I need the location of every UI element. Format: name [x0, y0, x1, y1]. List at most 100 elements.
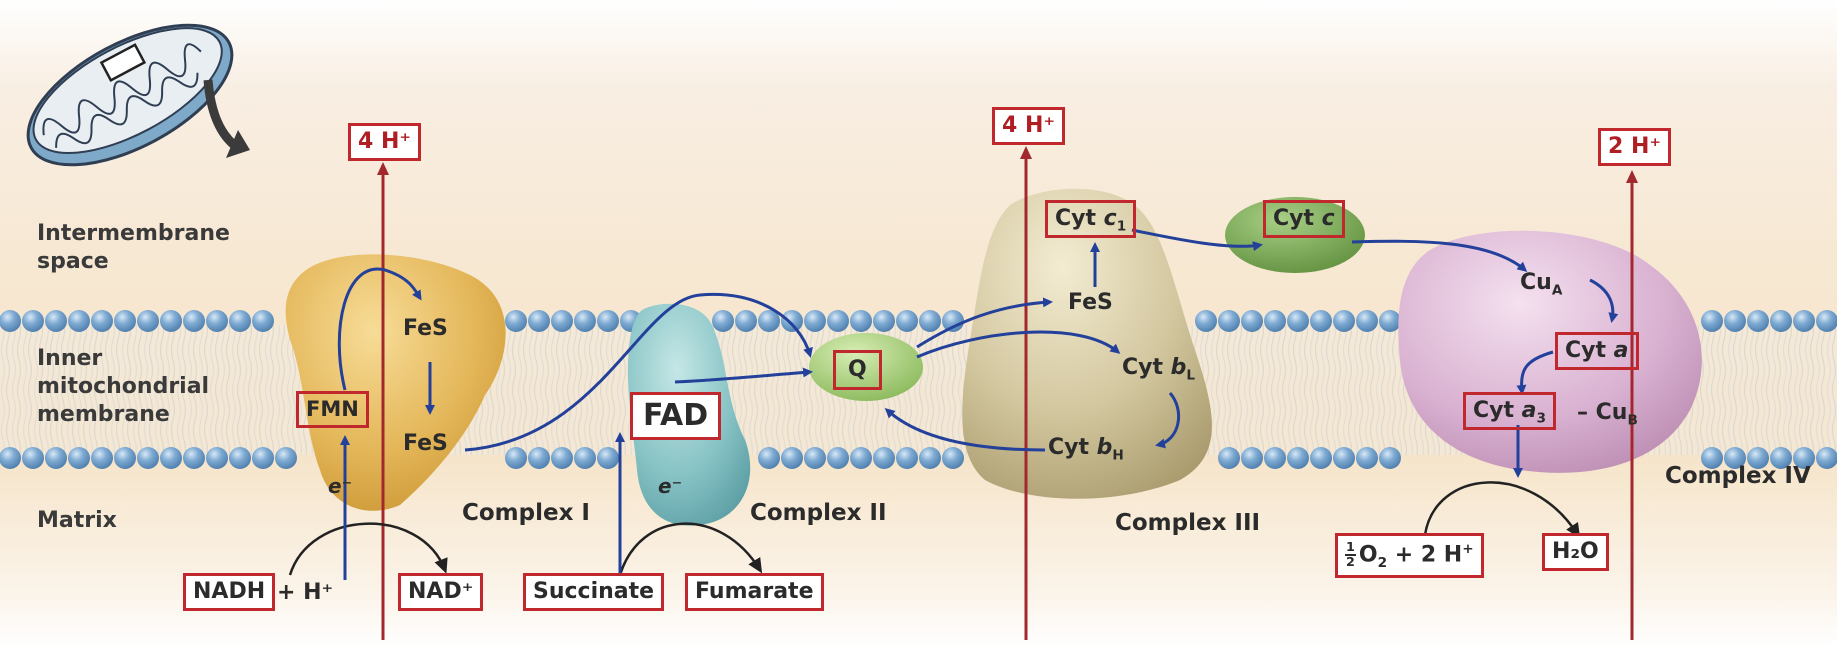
lipid-head-bead [1287, 310, 1309, 332]
cyt-bl-label: Cyt bL [1122, 355, 1196, 384]
lipid-head-bead [942, 447, 964, 469]
lipid-head-bead [827, 447, 849, 469]
inner-membrane-label: Inner mitochondrial membrane [37, 346, 210, 428]
quinone-box: Q [833, 350, 882, 390]
lipid-head-bead [896, 447, 918, 469]
lipid-head-bead [1264, 447, 1286, 469]
cyt-c1-box: Cyt c1 [1045, 200, 1137, 238]
lipid-head-bead [505, 310, 527, 332]
lipid-head-bead [827, 310, 849, 332]
plus-h-label: + H⁺ [277, 580, 334, 605]
lipid-head-bead [1241, 310, 1263, 332]
complex-ii-label: Complex II [750, 500, 887, 526]
cyt-a-box: Cyt a [1555, 332, 1639, 370]
lipid-head-bead [1195, 310, 1217, 332]
lipid-head-bead [229, 447, 251, 469]
electron-flow-arrows [337, 228, 1619, 478]
lipid-head-bead [1770, 447, 1792, 469]
fmn-box: FMN [296, 391, 369, 428]
fes-bottom-label: FeS [403, 431, 448, 456]
lipid-head-bead [1770, 310, 1792, 332]
lipid-head-bead [781, 447, 803, 469]
lipid-head-bead [942, 310, 964, 332]
lipid-head-bead [183, 310, 205, 332]
fes-top-label: FeS [403, 316, 448, 341]
water-box: H₂O [1542, 533, 1609, 571]
lipid-head-bead [574, 310, 596, 332]
lipid-head-bead [1793, 310, 1815, 332]
lipid-head-bead [252, 310, 274, 332]
lipid-head-bead [712, 310, 734, 332]
fumarate-box: Fumarate [685, 573, 824, 611]
lipid-head-bead [735, 310, 757, 332]
cyt-c-box: Cyt c [1263, 200, 1345, 238]
lipid-head-bead [1356, 310, 1378, 332]
complex-i-label: Complex I [462, 500, 590, 526]
lipid-head-bead [574, 447, 596, 469]
proton-pump-complex-i: 4 H⁺ [348, 123, 421, 161]
lipid-head-bead [229, 310, 251, 332]
lipid-head-bead [206, 310, 228, 332]
cu-a-label: CuA [1520, 270, 1563, 299]
lipid-head-bead [1310, 310, 1332, 332]
lipid-head-bead [160, 310, 182, 332]
electron-label-complex-i: e⁻ [328, 474, 353, 498]
lipid-head-bead [1310, 447, 1332, 469]
lipid-head-bead [137, 447, 159, 469]
lipid-head-bead [137, 310, 159, 332]
nad-box: NAD⁺ [398, 573, 484, 611]
lipid-head-bead [114, 447, 136, 469]
lipid-head-bead [551, 310, 573, 332]
membrane-inner-leaflet [0, 447, 1837, 469]
lipid-head-bead [91, 447, 113, 469]
lipid-head-bead [1218, 310, 1240, 332]
lipid-head-bead [1333, 447, 1355, 469]
lipid-head-bead [850, 310, 872, 332]
electron-input-arrows [340, 432, 625, 580]
lipid-head-bead [1379, 310, 1401, 332]
lipid-head-bead [873, 310, 895, 332]
lipid-head-bead [22, 310, 44, 332]
lipid-head-bead [1356, 447, 1378, 469]
lipid-head-bead [919, 447, 941, 469]
reaction-arcs [288, 481, 1581, 576]
lipid-head-bead [597, 310, 619, 332]
lipid-head-bead [275, 447, 297, 469]
cyt-bh-label: Cyt bH [1048, 435, 1124, 464]
succinate-box: Succinate [523, 573, 665, 611]
lipid-head-bead [850, 447, 872, 469]
lipid-head-bead [758, 310, 780, 332]
lipid-head-bead [919, 310, 941, 332]
fes-complex-iii-label: FeS [1068, 290, 1113, 315]
lipid-head-bead [804, 310, 826, 332]
lipid-head-bead [1264, 310, 1286, 332]
lipid-head-bead [68, 310, 90, 332]
lipid-head-bead [1724, 447, 1746, 469]
lipid-head-bead [252, 447, 274, 469]
lipid-head-bead [1816, 447, 1837, 469]
lipid-head-bead [183, 447, 205, 469]
lipid-head-bead [1701, 310, 1723, 332]
nadh-box: NADH [183, 573, 276, 611]
lipid-head-bead [758, 447, 780, 469]
cyt-a3-box: Cyt a3 [1463, 392, 1557, 430]
lipid-head-bead [0, 447, 21, 469]
lipid-head-bead [1379, 447, 1401, 469]
lipid-head-bead [896, 310, 918, 332]
complex-iii-label: Complex III [1115, 510, 1261, 536]
lipid-head-bead [804, 447, 826, 469]
lipid-head-bead [91, 310, 113, 332]
lipid-head-bead [45, 310, 67, 332]
proton-pump-complex-iii: 4 H⁺ [992, 107, 1065, 145]
lipid-head-bead [1793, 447, 1815, 469]
lipid-head-bead [0, 310, 21, 332]
lipid-head-bead [781, 310, 803, 332]
lipid-head-bead [1218, 447, 1240, 469]
lipid-head-bead [1724, 310, 1746, 332]
lipid-head-bead [597, 447, 619, 469]
lipid-head-bead [160, 447, 182, 469]
cu-b-label: – CuB [1577, 400, 1638, 429]
